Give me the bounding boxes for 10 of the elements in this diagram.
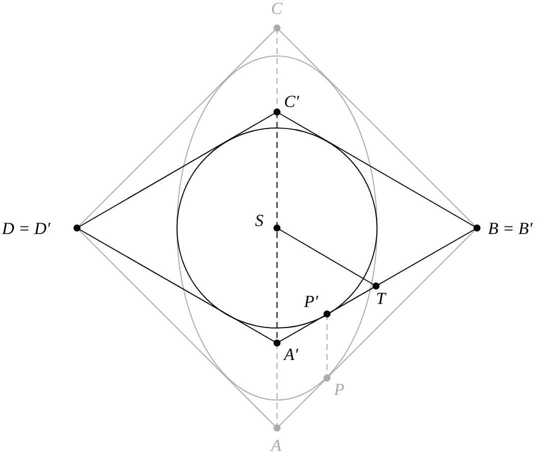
point-label: D = D′: [2, 220, 50, 237]
point-label: S: [255, 212, 264, 229]
point-label: A: [271, 437, 282, 454]
point-label: C′: [284, 93, 300, 110]
point-label: P: [334, 381, 344, 398]
point-label: A′: [284, 346, 298, 363]
point-label: C: [271, 0, 282, 17]
point-label: B = B′: [488, 220, 532, 237]
point-label: T: [376, 290, 386, 307]
point-label: P′: [304, 293, 318, 310]
